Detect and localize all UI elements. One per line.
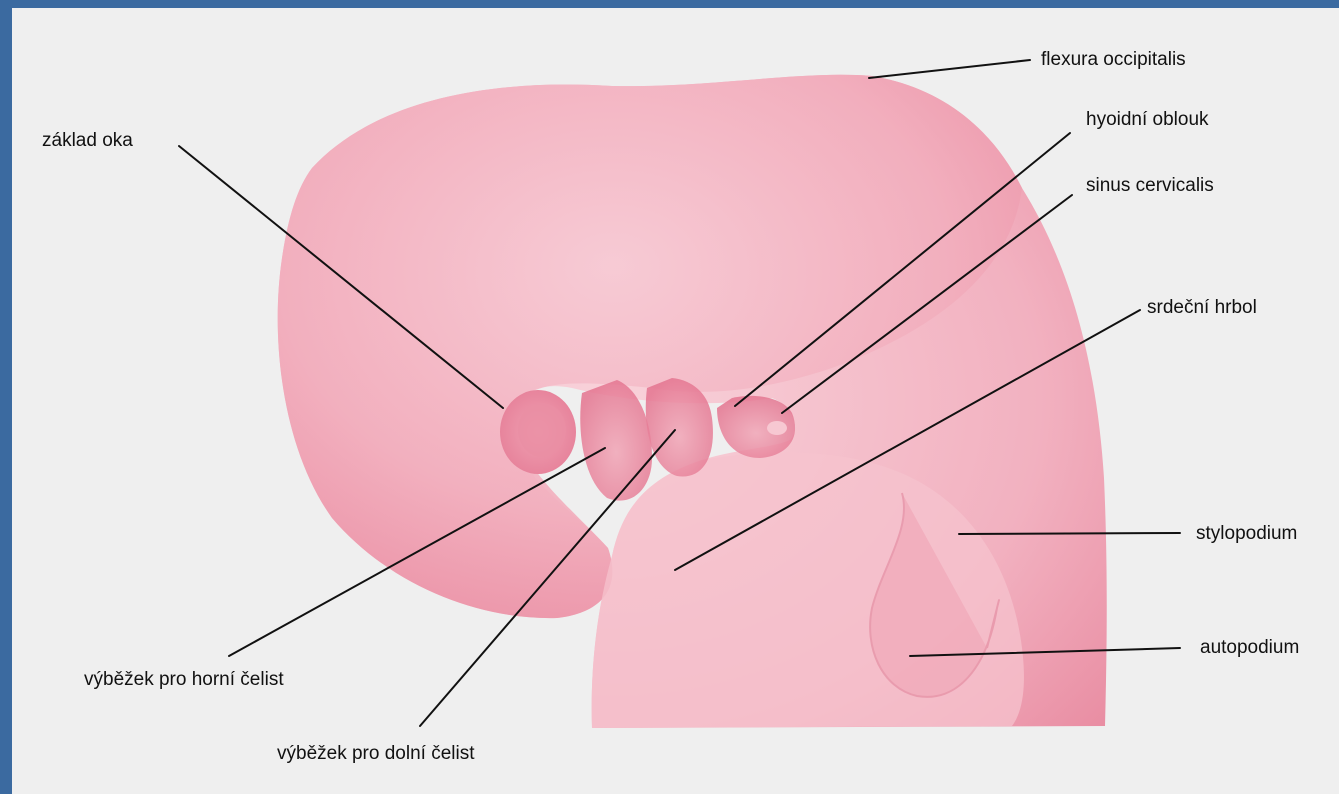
- label-autopodium: autopodium: [1200, 637, 1299, 658]
- label-vybezek-dolni: výběžek pro dolní čelist: [277, 743, 475, 764]
- label-zaklad-oka: základ oka: [42, 130, 133, 151]
- label-vybezek-horni: výběžek pro horní čelist: [84, 669, 284, 690]
- embryo-diagram: flexura occipitalis základ oka hyoidní o…: [12, 8, 1339, 794]
- leader-stylopodium: [959, 533, 1180, 534]
- leader-flexura-occipitalis: [869, 60, 1030, 78]
- label-stylopodium: stylopodium: [1196, 523, 1297, 544]
- eye-primordium-inner: [518, 403, 566, 457]
- label-hyoidni-oblouk: hyoidní oblouk: [1086, 109, 1209, 130]
- diagram-frame: flexura occipitalis základ oka hyoidní o…: [12, 8, 1339, 794]
- label-srdecni-hrbol: srdeční hrbol: [1147, 297, 1257, 318]
- label-flexura-occipitalis: flexura occipitalis: [1041, 49, 1186, 70]
- label-sinus-cervicalis: sinus cervicalis: [1086, 175, 1214, 196]
- cervical-sinus-shape: [767, 421, 787, 435]
